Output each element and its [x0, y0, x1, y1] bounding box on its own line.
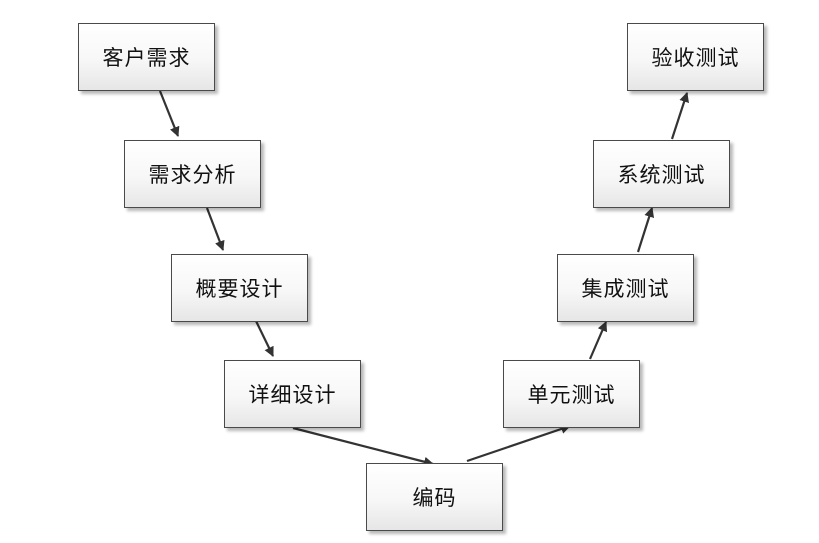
node-label: 集成测试 [581, 277, 670, 301]
arrow-customer-to-analysis [158, 90, 180, 137]
node-requirements-analysis: 需求分析 [124, 140, 261, 208]
node-high-level-design: 概要设计 [171, 254, 308, 322]
node-unit-testing: 单元测试 [503, 360, 640, 428]
node-label: 系统测试 [617, 163, 706, 187]
node-customer-requirements: 客户需求 [78, 23, 215, 91]
node-coding: 编码 [366, 463, 503, 531]
arrow-integration-to-system [636, 207, 655, 253]
arrow-coding-to-unit [466, 424, 571, 463]
arrow-unit-to-integration [588, 321, 608, 360]
node-label: 概要设计 [195, 277, 284, 301]
arrow-detailed-to-coding [292, 426, 434, 467]
arrow-system-to-acceptance [670, 92, 689, 140]
node-label: 需求分析 [148, 163, 237, 187]
node-label: 单元测试 [527, 383, 616, 407]
node-acceptance-testing: 验收测试 [627, 23, 764, 91]
arrow-analysis-to-high-level [205, 207, 225, 251]
node-detailed-design: 详细设计 [224, 360, 361, 428]
node-label: 客户需求 [102, 46, 191, 70]
node-label: 详细设计 [248, 383, 337, 407]
arrow-high-level-to-detailed [255, 320, 274, 357]
node-label: 验收测试 [651, 46, 740, 70]
node-integration-testing: 集成测试 [557, 254, 694, 322]
node-system-testing: 系统测试 [593, 140, 730, 208]
node-label: 编码 [412, 486, 457, 510]
